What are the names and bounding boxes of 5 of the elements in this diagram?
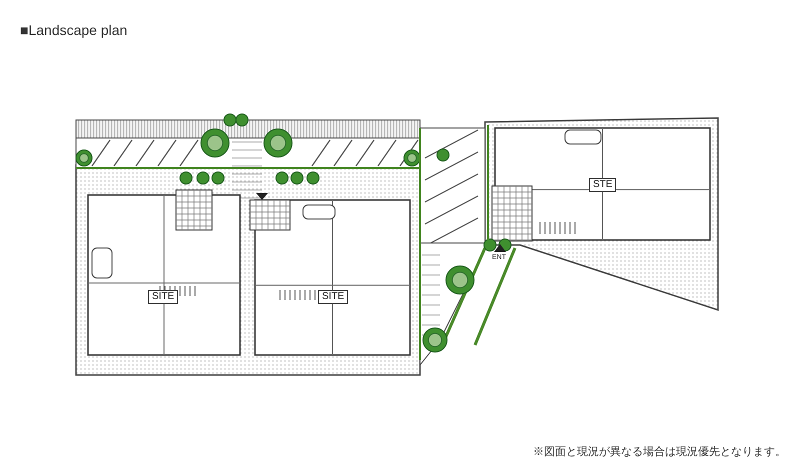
disclaimer-note: ※図面と現況が異なる場合は現況優先となります。 [533, 445, 786, 459]
room-tag: SITE [318, 290, 348, 304]
plan-title: ■Landscape plan [20, 22, 128, 38]
room-tag: STE [589, 178, 616, 192]
room-tag: SITE [148, 290, 178, 304]
